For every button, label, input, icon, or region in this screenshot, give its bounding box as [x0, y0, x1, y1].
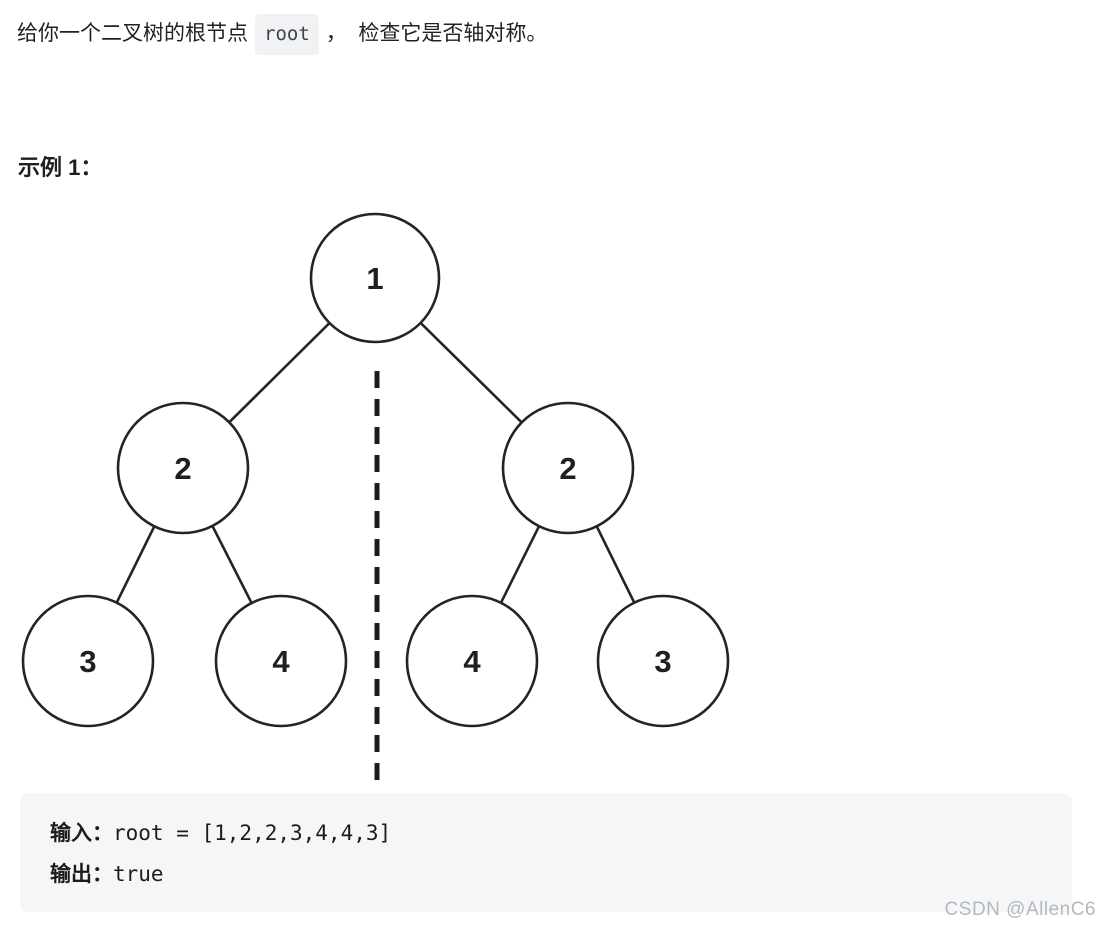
csdn-watermark: CSDN @AllenC6 — [944, 899, 1096, 920]
output-value: true — [113, 862, 164, 886]
tree-node-value-6: 3 — [654, 644, 671, 679]
tree-node-circle-6 — [596, 594, 730, 728]
tree-node-circle-1 — [116, 401, 250, 535]
tree-node-value-1: 2 — [174, 451, 191, 486]
example-io-block: 输入：root = [1,2,2,3,4,4,3] 输出：true — [20, 793, 1072, 912]
tree-node-circle-5 — [405, 594, 539, 728]
input-line: 输入：root = [1,2,2,3,4,4,3] — [50, 813, 1042, 854]
tree-node-value-4: 4 — [272, 644, 290, 679]
output-label: 输出： — [50, 863, 113, 886]
statement-suffix: ， 检查它是否轴对称。 — [325, 22, 548, 45]
tree-node-value-0: 1 — [366, 261, 383, 296]
tree-node-circle-3 — [21, 594, 155, 728]
tree-node-value-2: 2 — [559, 451, 576, 486]
example-1-heading: 示例 1： — [18, 155, 103, 180]
output-line: 输出：true — [50, 854, 1042, 895]
tree-node-circle-4 — [214, 594, 348, 728]
tree-node-circle-0 — [309, 212, 441, 344]
input-label: 输入： — [50, 822, 113, 845]
inline-code-root: root — [255, 14, 319, 55]
statement-prefix: 给你一个二叉树的根节点 — [17, 22, 248, 45]
tree-node-value-5: 4 — [463, 644, 481, 679]
tree-node-value-3: 3 — [79, 644, 96, 679]
tree-node-circle-2 — [501, 401, 635, 535]
input-value: root = [1,2,2,3,4,4,3] — [113, 821, 392, 845]
problem-statement: 给你一个二叉树的根节点 root ， 检查它是否轴对称。 — [17, 14, 547, 55]
